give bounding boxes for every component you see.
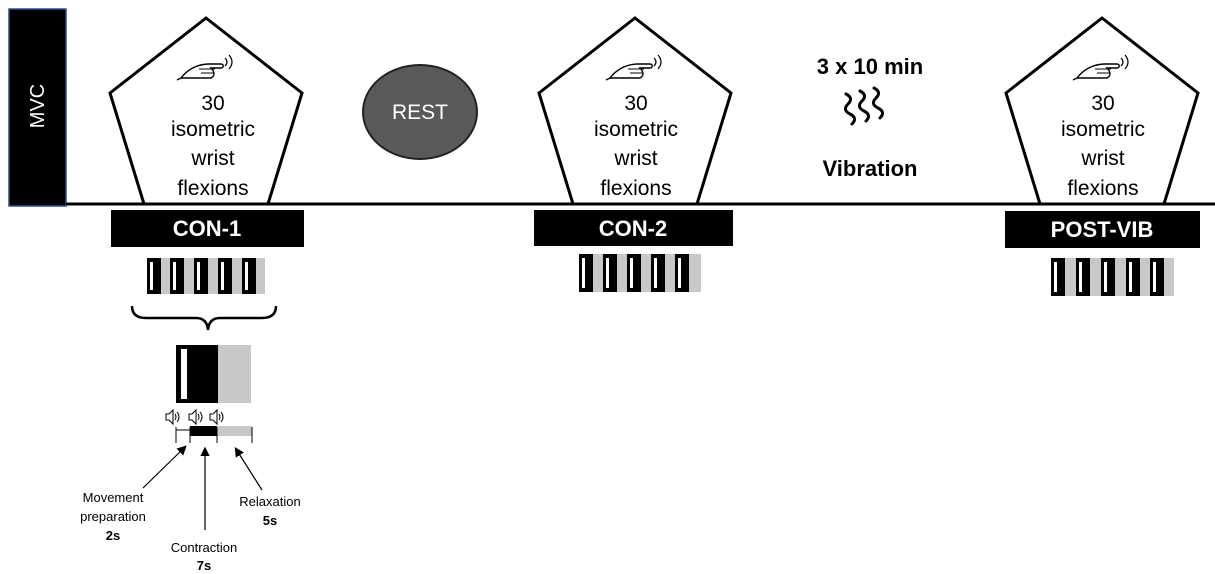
vibration-label: Vibration [823,156,918,181]
phase-duration-relaxation: 5s [263,513,277,528]
task-line-3: wrist [613,147,657,170]
phase-duration-contraction: 7s [197,558,211,573]
task-pentagon-con1: 30 isometric wrist flexions [108,16,304,206]
mvc-label: MVC [27,84,49,128]
task-line-4: flexions [177,177,248,200]
condition-label-con1: CON-1 [173,216,241,241]
condition-box-con2 [534,210,733,246]
phase-label-relaxation: Relaxation [239,494,300,509]
condition-label-postvib: POST-VIB [1051,217,1154,242]
curly-brace [130,305,278,331]
rest-ellipse [362,64,478,160]
single-trial-zoom [176,345,251,403]
task-line-3: wrist [190,147,234,170]
phase-label-preparation-2: preparation [80,509,146,524]
speaker-icon [209,409,224,425]
arrow-preparation [142,445,187,489]
trial-strip-con1 [147,258,265,294]
task-line-2: isometric [171,118,255,141]
task-line-2: isometric [1061,118,1145,141]
mvc-bar [8,8,67,207]
vibration-duration: 3 x 10 min [817,54,923,79]
phase-duration-preparation: 2s [106,528,120,543]
trial-strip-postvib [1051,258,1174,296]
task-line-4: flexions [1067,177,1138,200]
condition-box-con1 [111,210,304,247]
rest-label: REST [392,101,448,124]
task-pentagon-postvib: 30 isometric wrist flexions [1004,16,1200,206]
task-line-1: 30 [1091,92,1114,115]
condition-box-postvib [1005,211,1200,248]
speaker-icon [165,409,180,425]
task-line-4: flexions [600,177,671,200]
vibration-wave-icon [843,86,885,126]
task-line-1: 30 [201,92,224,115]
phase-label-preparation-1: Movement [83,490,144,505]
task-line-2: isometric [594,118,678,141]
trial-strip-con2 [579,254,701,292]
task-line-1: 30 [624,92,647,115]
task-line-3: wrist [1080,147,1124,170]
task-pentagon-con2: 30 isometric wrist flexions [537,16,733,206]
phase-label-contraction: Contraction [171,540,237,555]
speaker-icon [188,409,203,425]
phase-bar [175,426,253,443]
arrow-relaxation [234,446,263,491]
condition-label-con2: CON-2 [599,216,667,241]
